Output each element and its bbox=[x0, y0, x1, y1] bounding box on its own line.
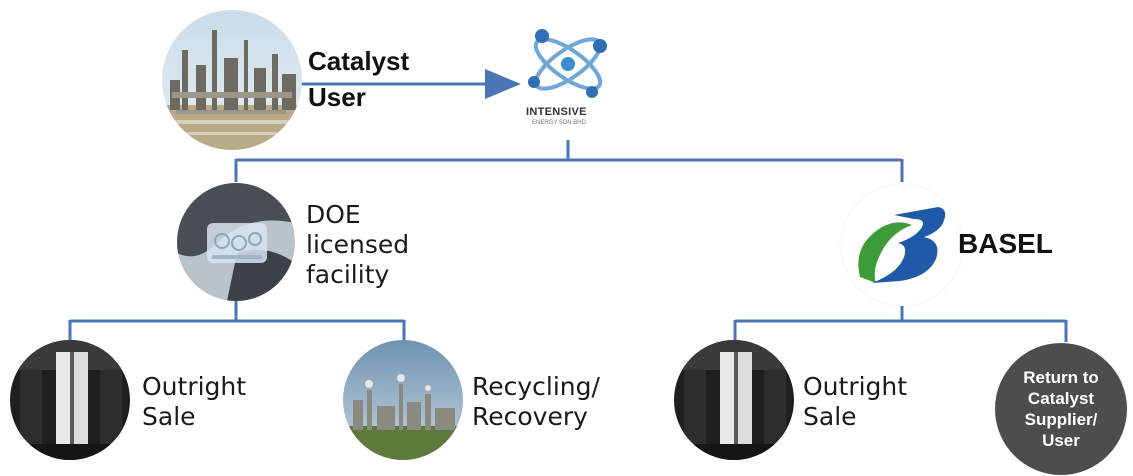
catalyst-sample-photo-left bbox=[10, 340, 130, 460]
right-outright-line2: Sale bbox=[803, 402, 857, 431]
basel-label: BASEL bbox=[958, 228, 1053, 259]
intensive-logo-subtitle: ENERGY SDN BHD bbox=[532, 120, 586, 126]
doe-label-line3: facility bbox=[306, 260, 390, 289]
atom-icon bbox=[528, 29, 607, 98]
left-outright-line2: Sale bbox=[142, 402, 196, 431]
right-outright-line1: Outright bbox=[803, 372, 908, 401]
return-to-supplier-node: Return to Catalyst Supplier/ User bbox=[995, 343, 1127, 475]
catalyst-user-label-line1: Catalyst bbox=[308, 46, 410, 76]
refinery-photo bbox=[162, 10, 302, 150]
lab-equipment-photo bbox=[177, 183, 295, 301]
return-line4: User bbox=[1042, 431, 1080, 450]
basel-b-logo bbox=[858, 207, 946, 283]
intensive-logo: INTENSIVE ENERGY SDN BHD bbox=[520, 22, 616, 132]
doe-label-line1: DOE bbox=[306, 200, 361, 229]
catalyst-sample-photo-right bbox=[674, 340, 794, 460]
recycling-line1: Recycling/ bbox=[472, 372, 600, 401]
return-line2: Catalyst bbox=[1027, 389, 1095, 408]
recycling-line2: Recovery bbox=[472, 402, 588, 431]
catalyst-user-label-line2: User bbox=[308, 82, 366, 112]
plant-photo bbox=[343, 340, 463, 460]
return-line3: Supplier/ bbox=[1024, 410, 1098, 429]
left-outright-line1: Outright bbox=[142, 372, 247, 401]
intensive-logo-name: INTENSIVE bbox=[526, 106, 587, 118]
basel-logo-circle bbox=[842, 185, 962, 305]
return-line1: Return to bbox=[1023, 368, 1099, 387]
doe-label-line2: licensed bbox=[306, 230, 410, 259]
